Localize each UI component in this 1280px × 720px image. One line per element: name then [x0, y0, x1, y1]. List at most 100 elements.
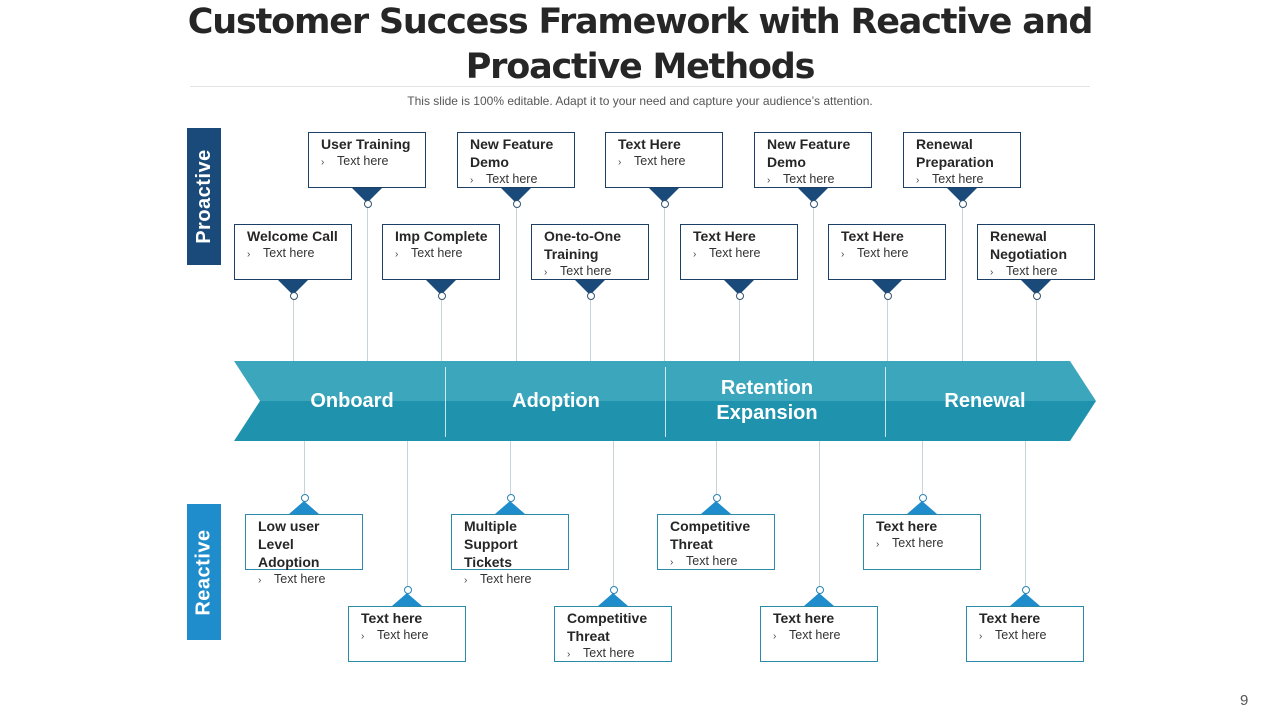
item-heading: Renewal Negotiation: [990, 228, 1067, 262]
item-text: Text here: [377, 628, 429, 642]
connector-line: [441, 287, 442, 361]
item-content: Renewal Preparation›Text here: [916, 135, 1016, 189]
chevron-right-icon: ›: [567, 649, 571, 660]
item-content: Text here›Text here: [876, 517, 976, 553]
item-content: Text here›Text here: [773, 609, 873, 645]
connector-dot: [513, 200, 521, 208]
chevron-right-icon: ›: [876, 539, 880, 550]
item-content: Text here›Text here: [979, 609, 1079, 645]
item-content: Competitive Threat›Text here: [670, 517, 770, 571]
proactive-item-box: One-to-One Training›Text here: [531, 224, 649, 280]
item-text: Text here: [1006, 264, 1058, 278]
connector-line: [962, 195, 963, 361]
chevron-right-icon: ›: [544, 267, 548, 278]
chevron-right-icon: ›: [841, 249, 845, 260]
item-heading: One-to-One Training: [544, 228, 621, 262]
item-heading: Welcome Call: [247, 228, 338, 244]
chevron-right-icon: ›: [395, 249, 399, 260]
pointer-triangle: [649, 188, 679, 203]
item-text: Text here: [583, 646, 635, 660]
item-content: Renewal Negotiation›Text here: [990, 227, 1090, 281]
item-heading: Text Here: [618, 136, 681, 152]
pointer-triangle: [501, 188, 531, 203]
item-content: Competitive Threat › Text here: [567, 609, 667, 663]
pointer-triangle: [352, 188, 382, 203]
connector-line: [516, 195, 517, 361]
chevron-right-icon: ›: [670, 557, 674, 568]
item-heading: New Feature Demo: [767, 136, 851, 170]
connector-dot: [364, 200, 372, 208]
item-heading: Renewal Preparation: [916, 136, 994, 170]
item-content: Welcome Call › Text here: [247, 227, 347, 263]
pointer-triangle: [907, 501, 937, 514]
pointer-triangle: [872, 280, 902, 295]
connector-dot: [661, 200, 669, 208]
pointer-triangle: [1010, 593, 1040, 606]
connector-line: [1036, 287, 1037, 361]
reactive-item-box: Low user Level Adoption › Text here: [245, 514, 363, 586]
connector-dot: [438, 292, 446, 300]
chevron-right-icon: ›: [247, 249, 251, 260]
item-content: Imp Complete›Text here: [395, 227, 495, 263]
connector-dot: [610, 586, 618, 594]
pointer-triangle: [598, 593, 628, 606]
connector-line: [819, 441, 820, 586]
reactive-item-box: Text here›Text here: [966, 606, 1084, 662]
connector-line: [739, 287, 740, 361]
proactive-item-box: New Feature Demo›Text here: [457, 132, 575, 188]
item-content: One-to-One Training›Text here: [544, 227, 644, 281]
reactive-item-box: Multiple Support Tickets›Text here: [451, 514, 569, 586]
connector-dot: [736, 292, 744, 300]
pointer-triangle: [278, 280, 308, 295]
connector-dot: [884, 292, 892, 300]
title-divider: [190, 86, 1090, 87]
item-bullet: ›Text here: [464, 571, 564, 589]
item-text: Text here: [634, 154, 686, 168]
connector-dot: [1022, 586, 1030, 594]
item-heading: Competitive Threat: [567, 610, 648, 644]
item-bullet: ›Text here: [544, 263, 644, 281]
item-text: Text here: [789, 628, 841, 642]
proactive-item-box: Imp Complete›Text here: [382, 224, 500, 280]
item-content: Text Here›Text here: [618, 135, 718, 171]
item-content: Low user Level Adoption › Text here: [258, 517, 358, 589]
connector-line: [304, 441, 305, 494]
item-bullet: ›Text here: [979, 627, 1079, 645]
item-bullet: › Text here: [567, 645, 667, 663]
item-content: New Feature Demo›Text here: [767, 135, 867, 189]
item-heading: Text here: [361, 610, 423, 626]
proactive-side-label: Proactive: [187, 128, 221, 265]
connector-dot: [404, 586, 412, 594]
item-bullet: › Text here: [247, 245, 347, 263]
item-heading: Multiple Support Tickets: [464, 518, 518, 570]
item-heading: Low user Level Adoption: [258, 518, 320, 570]
connector-line: [407, 441, 408, 586]
item-text: Text here: [337, 154, 389, 168]
slide-title: Customer Success Framework with Reactive…: [0, 0, 1280, 90]
chevron-right-icon: ›: [258, 575, 262, 586]
connector-line: [293, 287, 294, 361]
stage-divider: [665, 367, 666, 437]
proactive-item-box: New Feature Demo›Text here: [754, 132, 872, 188]
item-text: Text here: [263, 246, 315, 260]
chevron-right-icon: ›: [321, 157, 325, 168]
item-bullet: › Text here: [321, 153, 421, 171]
pointer-triangle: [392, 593, 422, 606]
connector-dot: [816, 586, 824, 594]
item-bullet: ›Text here: [361, 627, 461, 645]
item-text: Text here: [995, 628, 1047, 642]
item-heading: Text here: [979, 610, 1041, 626]
item-text: Text here: [274, 572, 326, 586]
slide-title-line-1: Customer Success Framework with Reactive…: [187, 2, 1094, 42]
reactive-item-box: Competitive Threat›Text here: [657, 514, 775, 570]
pointer-triangle: [426, 280, 456, 295]
page-number: 9: [1240, 692, 1249, 709]
item-text: Text here: [480, 572, 532, 586]
stage-adoption: Adoption: [512, 389, 600, 412]
item-bullet: ›Text here: [767, 171, 867, 189]
pointer-triangle: [495, 501, 525, 514]
slide-title-line-2: Proactive Methods: [465, 47, 816, 87]
item-text: Text here: [486, 172, 538, 186]
item-bullet: ›Text here: [876, 535, 976, 553]
proactive-label-text: Proactive: [192, 149, 215, 244]
